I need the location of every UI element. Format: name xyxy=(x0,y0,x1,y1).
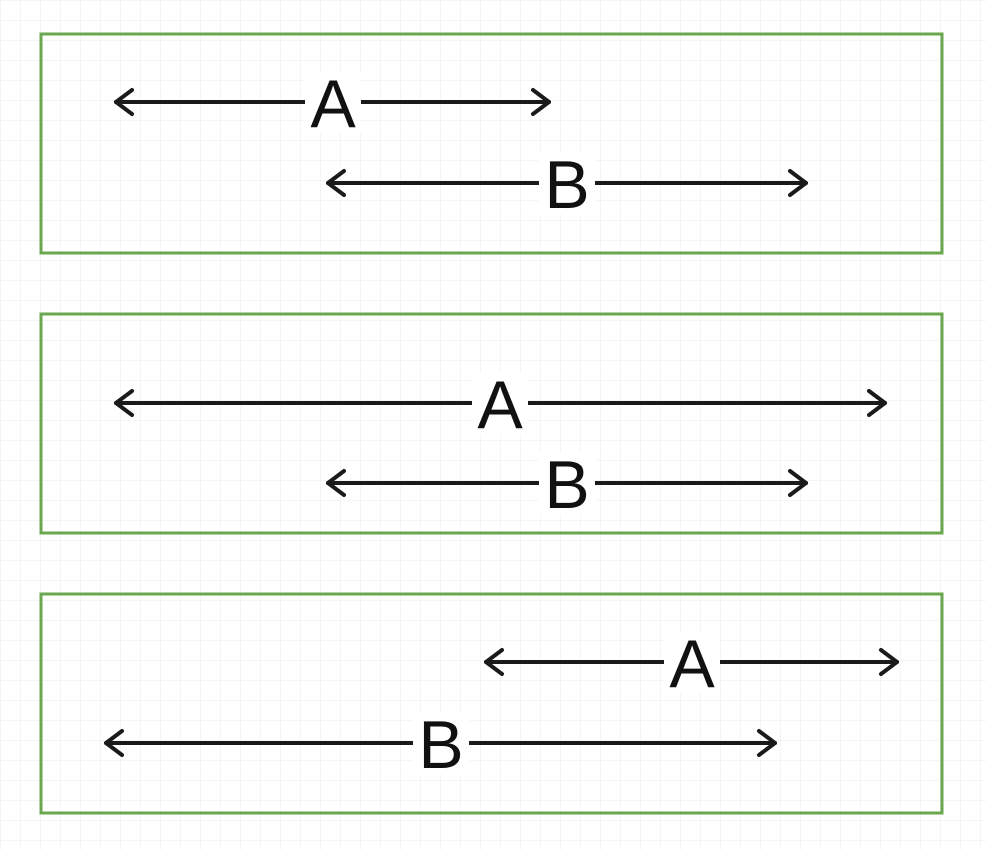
panel-frame xyxy=(39,592,944,815)
arrow-head-right xyxy=(788,469,808,497)
arrow-head-left xyxy=(114,389,134,417)
arrow-head-left xyxy=(104,729,124,757)
arrow-label: B xyxy=(418,707,463,783)
panel-partial-overlap: AB xyxy=(39,32,944,255)
interval-arrow-b: B xyxy=(326,447,808,523)
interval-arrow-b: B xyxy=(104,707,777,783)
arrow-head-left xyxy=(114,88,134,116)
arrow-head-right xyxy=(879,648,899,676)
arrow-label: B xyxy=(544,447,589,523)
arrow-label: A xyxy=(477,367,523,443)
panel-frame xyxy=(39,312,944,535)
arrow-head-right xyxy=(531,88,551,116)
arrow-head-left xyxy=(326,469,346,497)
arrow-head-right xyxy=(788,169,808,197)
interval-arrow-b: B xyxy=(326,147,808,223)
arrow-label: B xyxy=(544,147,589,223)
arrow-head-right xyxy=(757,729,777,757)
label-background xyxy=(472,372,528,434)
arrow-head-left xyxy=(484,648,504,676)
label-background xyxy=(539,452,595,514)
panel-containment: AB xyxy=(39,312,944,535)
arrow-head-right xyxy=(867,389,887,417)
label-background xyxy=(413,712,469,774)
panel-reverse-partial-overlap: AB xyxy=(39,592,944,815)
arrow-head-left xyxy=(326,169,346,197)
panel-frame xyxy=(39,32,944,255)
arrow-label: A xyxy=(310,66,356,142)
arrow-label: A xyxy=(669,626,715,702)
interval-arrow-a: A xyxy=(114,66,551,142)
label-background xyxy=(305,71,361,133)
interval-arrow-a: A xyxy=(484,626,899,702)
label-background xyxy=(664,631,720,693)
label-background xyxy=(539,152,595,214)
interval-arrow-a: A xyxy=(114,367,887,443)
